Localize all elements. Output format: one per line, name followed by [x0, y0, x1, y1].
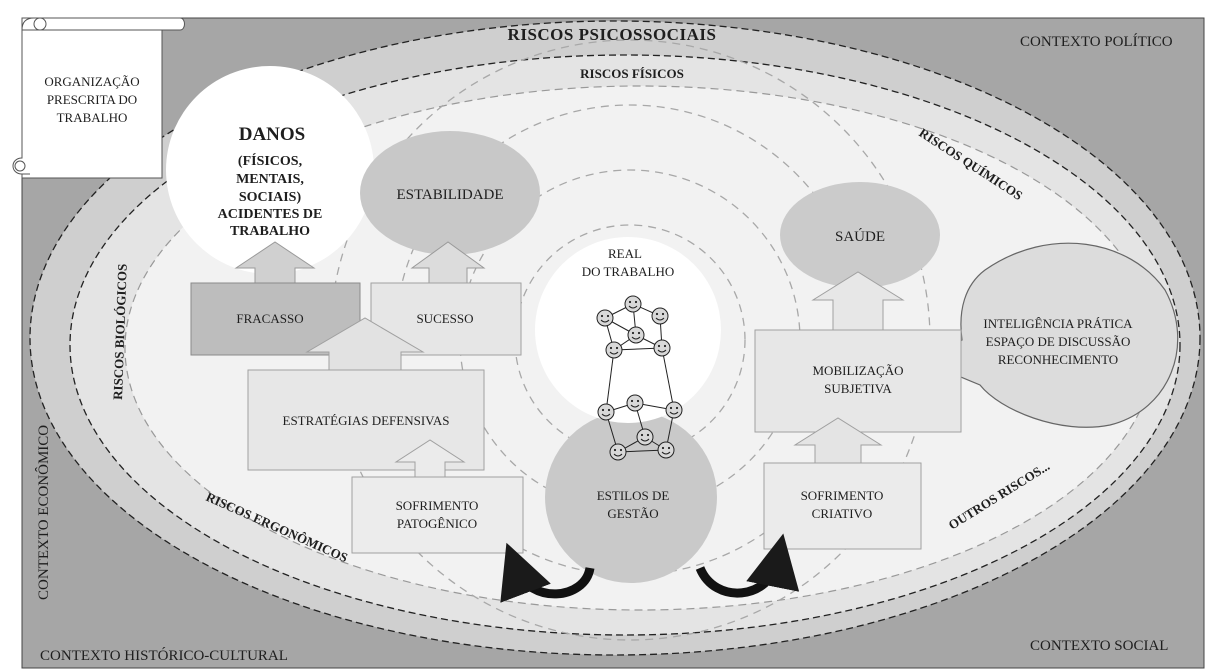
- real-trabalho-line-2: DO TRABALHO: [582, 264, 675, 279]
- mobilizacao-line-1: MOBILIZAÇÃO: [813, 363, 904, 378]
- scroll-line-1: ORGANIZAÇÃO: [44, 74, 139, 89]
- smiley-faces: [596, 295, 683, 461]
- riscos-psicossociais-label: RISCOS PSICOSSOCIAIS: [508, 25, 717, 44]
- estilos-gestao-line-1: ESTILOS DE: [597, 488, 670, 503]
- estabilidade-label: ESTABILIDADE: [396, 187, 503, 203]
- riscos-biologicos-label: RISCOS BIOLÓGICOS: [110, 263, 130, 400]
- inteligencia-line-1: INTELIGÊNCIA PRÁTICA: [983, 316, 1133, 331]
- sofrimento-criativo-line-2: CRIATIVO: [812, 506, 873, 521]
- danos-line-4: ACIDENTES DE: [218, 207, 323, 222]
- saude-up-arrow: [811, 271, 905, 333]
- saude-ellipse: [780, 182, 940, 288]
- riscos-fisicos-label: RISCOS FÍSICOS: [580, 66, 684, 81]
- smiley-face-icon: [636, 428, 654, 446]
- inteligencia-line-3: RECONHECIMENTO: [998, 352, 1118, 367]
- smiley-face-icon: [653, 339, 671, 357]
- smiley-face-icon: [609, 443, 627, 461]
- contexto-politico-label: CONTEXTO POLÍTICO: [1020, 33, 1173, 50]
- sucesso-label: SUCESSO: [416, 311, 473, 326]
- mobilizacao-box: [754, 329, 962, 433]
- real-trabalho-circle: [535, 237, 721, 423]
- scroll-line-3: TRABALHO: [57, 110, 128, 125]
- smiley-face-icon: [627, 326, 645, 344]
- estrategias-arrow: [305, 317, 425, 373]
- danos-title: DANOS: [239, 124, 306, 145]
- smiley-face-icon: [605, 341, 623, 359]
- contexto-social-label: CONTEXTO SOCIAL: [1030, 638, 1168, 654]
- danos-up-arrow: [234, 241, 316, 286]
- contexto-historico-label: CONTEXTO HISTÓRICO-CULTURAL: [40, 647, 288, 664]
- danos-line-2: MENTAIS,: [236, 172, 304, 187]
- smiley-face-icon: [665, 401, 683, 419]
- inteligencia-line-2: ESPAÇO DE DISCUSSÃO: [986, 334, 1131, 349]
- sucesso-box: [370, 282, 522, 356]
- gestao-circle: [545, 411, 717, 583]
- smiley-face-icon: [597, 403, 615, 421]
- danos-circle: [166, 66, 374, 274]
- scroll-line-2: PRESCRITA DO: [47, 92, 137, 107]
- curved-arrow-right: [695, 533, 800, 598]
- estilos-gestao-line-2: GESTÃO: [607, 506, 658, 521]
- smiley-face-icon: [657, 441, 675, 459]
- sofrimento-criativo-arrow: [793, 417, 883, 466]
- real-trabalho-line-1: REAL: [608, 246, 642, 261]
- mobilizacao-line-2: SUBJETIVA: [824, 381, 892, 396]
- smiley-face-icon: [651, 307, 669, 325]
- estabilidade-up-arrow: [410, 241, 486, 286]
- danos-line-5: TRABALHO: [230, 224, 310, 239]
- sofrimento-patogenico-box: [351, 476, 524, 554]
- saude-label: SAÚDE: [835, 228, 885, 245]
- smiley-face-icon: [596, 309, 614, 327]
- estabilidade-ellipse: [360, 131, 540, 255]
- concentric-circle-1: [514, 224, 746, 456]
- fracasso-label: FRACASSO: [236, 311, 303, 326]
- sofrimento-patogenico-line-2: PATOGÊNICO: [397, 516, 477, 531]
- danos-line-3: SOCIAIS): [239, 190, 302, 205]
- sofrimento-patogenico-arrow: [394, 439, 466, 479]
- smiley-face-icon: [624, 295, 642, 313]
- danos-line-1: (FÍSICOS,: [238, 152, 302, 169]
- smiley-face-icon: [626, 394, 644, 412]
- sofrimento-criativo-line-1: SOFRIMENTO: [801, 488, 884, 503]
- curved-arrow-left: [500, 542, 595, 603]
- contexto-economico-label: CONTEXTO ECONÔMICO: [35, 425, 52, 600]
- estrategias-label: ESTRATÉGIAS DEFENSIVAS: [283, 413, 450, 428]
- sofrimento-patogenico-line-1: SOFRIMENTO: [396, 498, 479, 513]
- scroll-organizacao: [12, 17, 185, 179]
